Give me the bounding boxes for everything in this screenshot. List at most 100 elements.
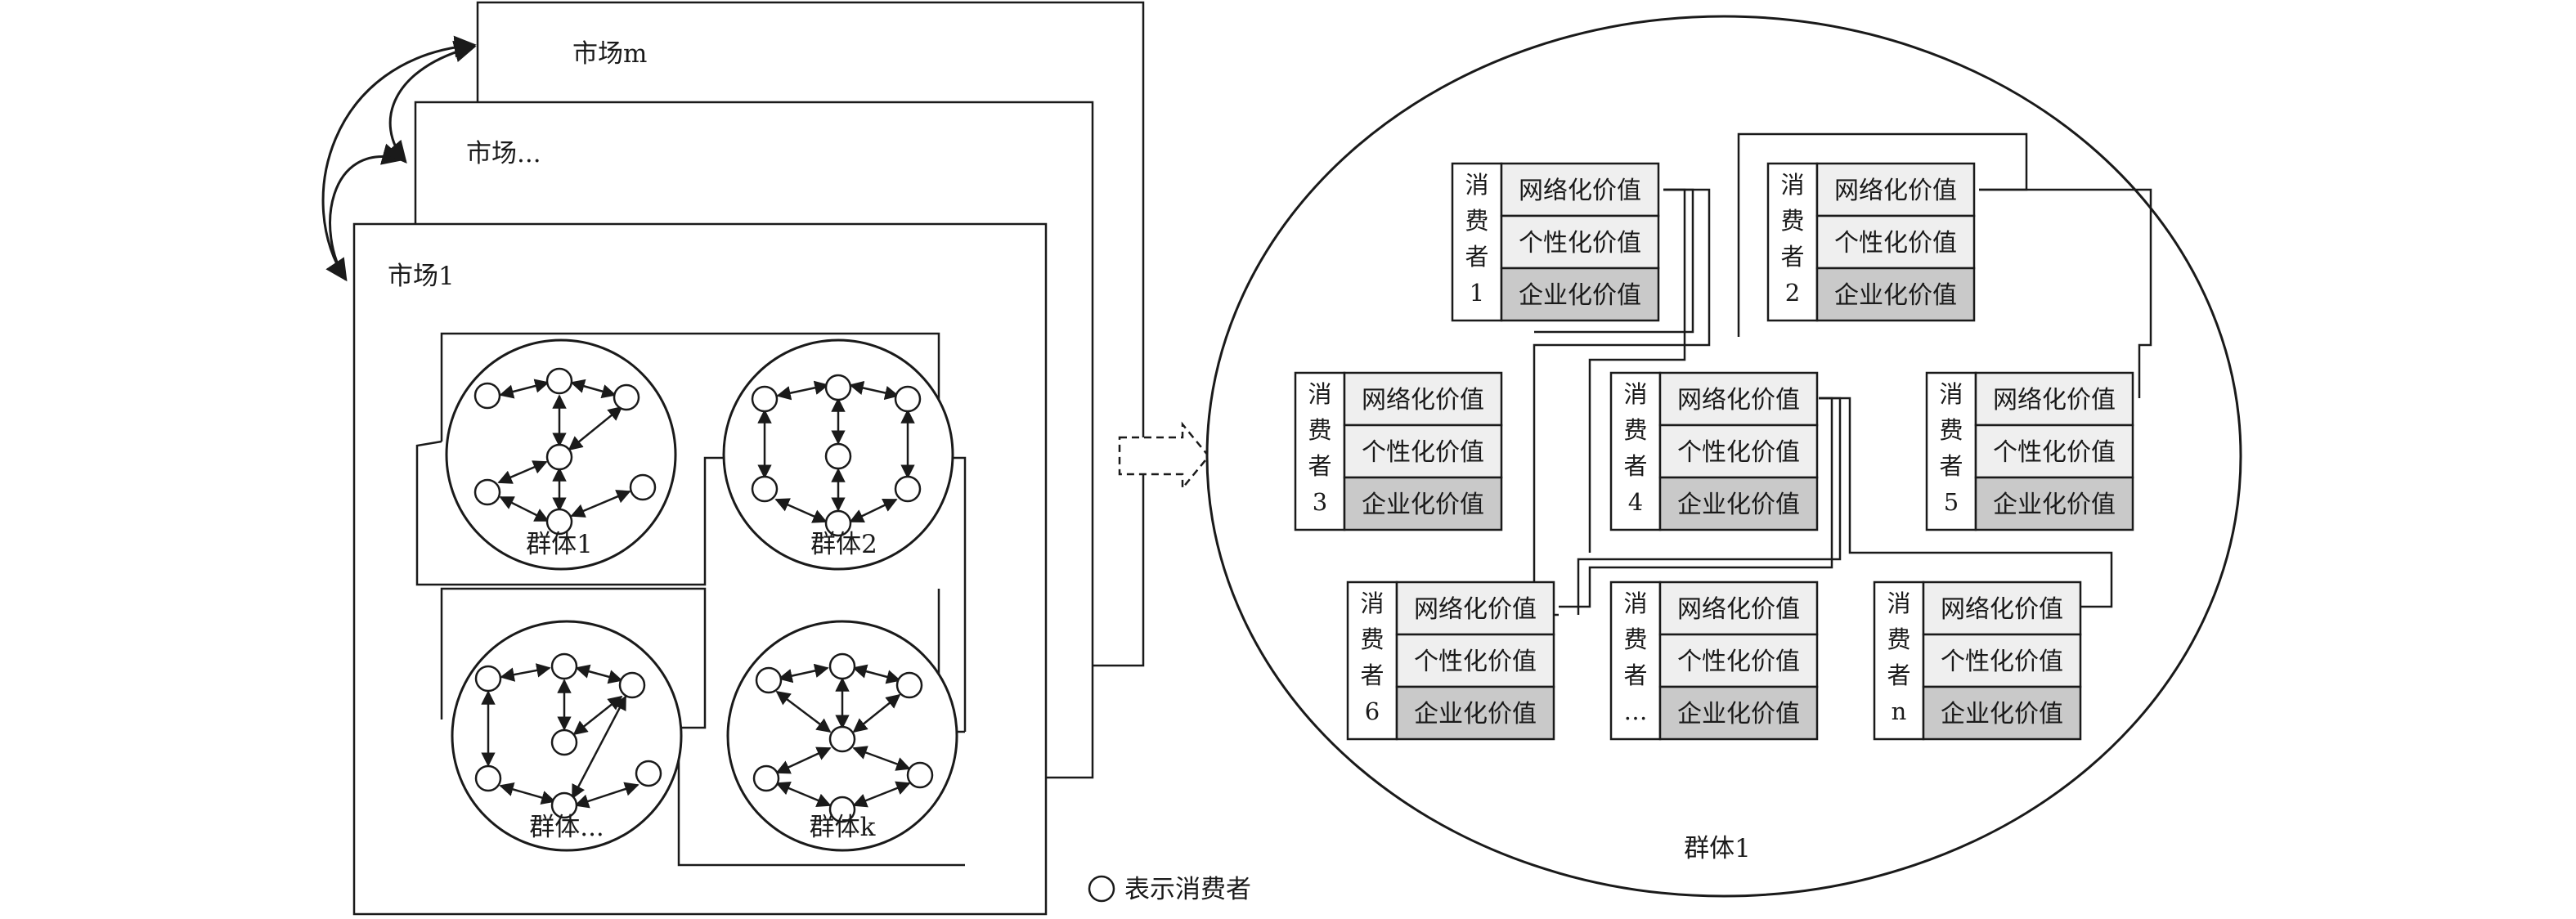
consumer-node (894, 385, 922, 413)
consumer-node (751, 475, 779, 503)
consumer-id-char: 费 (1308, 416, 1331, 444)
consumer-id-char: 消 (1360, 590, 1384, 617)
value-label: 网络化价值 (1519, 177, 1641, 205)
value-label: 个性化价值 (1677, 648, 1800, 676)
value-label: 个性化价值 (1993, 438, 2116, 467)
value-label: 网络化价值 (1362, 386, 1484, 415)
value-label: 企业化价值 (1414, 700, 1537, 728)
value-label: 企业化价值 (1834, 281, 1957, 310)
value-label: 网络化价值 (1941, 595, 2063, 624)
market-m-label: 市场m (572, 39, 647, 69)
consumer-node (824, 442, 852, 470)
group-k: 群体k (726, 620, 958, 852)
consumer-id-cell (1609, 371, 1662, 531)
consumer-id-char: 者 (1939, 452, 1963, 480)
value-label: 企业化价值 (1993, 491, 2116, 519)
group-connections (415, 332, 967, 867)
value-row (1922, 685, 2082, 741)
value-label: 个性化价值 (1941, 648, 2063, 676)
value-label: 网络化价值 (1677, 386, 1800, 415)
value-label: 个性化价值 (1519, 229, 1641, 258)
consumer-id-char: 费 (1887, 625, 1910, 653)
consumer-id-cell (1766, 162, 1819, 322)
consumer-node (828, 796, 856, 823)
consumer-id-cell (1346, 581, 1398, 741)
group-k-label: 群体k (810, 813, 876, 842)
legend-label: 表示消费者 (1124, 875, 1251, 904)
consumer-id-char: 6 (1365, 697, 1380, 725)
consumer-node (828, 725, 856, 753)
consumer-id-char: 者 (1308, 452, 1331, 480)
consumer-id-char: 消 (1887, 590, 1910, 617)
consumer-id-char: 消 (1939, 380, 1963, 408)
value-row (1343, 371, 1503, 427)
value-row (1658, 424, 1819, 479)
value-label: 个性化价值 (1362, 438, 1484, 467)
consumer-id-char: 4 (1628, 488, 1643, 516)
zoomed-group-label: 群体1 (1684, 834, 1751, 863)
consumer-id-cell (1451, 162, 1503, 322)
value-row (1395, 685, 1555, 741)
value-label: 个性化价值 (1677, 438, 1800, 467)
consumer-node (613, 383, 640, 411)
market-link-arrows (321, 35, 477, 282)
consumer-id-char: 消 (1465, 171, 1488, 199)
consumer-node (550, 791, 578, 819)
consumer-node (550, 728, 578, 756)
value-label: 企业化价值 (1677, 700, 1800, 728)
consumer-id-char: 者 (1623, 661, 1647, 689)
consumer-id-char: 者 (1465, 243, 1488, 271)
group-ellipsis-label: 群体... (529, 813, 604, 842)
value-row (1922, 633, 2082, 688)
consumer-id-char: 费 (1623, 625, 1647, 653)
consumer-node (550, 652, 578, 680)
value-label: 网络化价值 (1414, 595, 1537, 624)
consumer-id-char: … (1624, 697, 1648, 725)
market-1-panel (352, 222, 1048, 916)
value-row (1974, 424, 2134, 479)
value-row (1658, 581, 1819, 636)
consumer-id-char: 消 (1623, 590, 1647, 617)
value-row (1922, 581, 2082, 636)
value-row (1658, 633, 1819, 688)
value-label: 企业化价值 (1362, 491, 1484, 519)
consumer-node (474, 665, 502, 693)
consumer-node (635, 760, 662, 787)
value-row (1974, 371, 2134, 427)
consumer-node (895, 671, 923, 699)
consumer-node (618, 671, 646, 699)
consumer-id-cell (1873, 581, 1925, 741)
consumer-node (474, 764, 502, 792)
consumer-node (906, 761, 934, 789)
consumer-id-cell (1925, 371, 1977, 531)
group-1-label: 群体1 (526, 530, 593, 559)
consumer-connections (1533, 132, 2152, 616)
consumer-id-char: 者 (1887, 661, 1910, 689)
value-row (1500, 267, 1660, 322)
value-row (1500, 214, 1660, 270)
value-row (1974, 476, 2134, 531)
value-row (1815, 214, 1976, 270)
group-ellipsis: 群体... (451, 620, 683, 852)
consumer-node (824, 509, 852, 537)
consumer-cards: 消费者1网络化价值个性化价值企业化价值消费者2网络化价值个性化价值企业化价值消费… (1294, 162, 2134, 741)
consumer-node (545, 367, 573, 395)
consumer-id-char: 2 (1785, 279, 1800, 307)
value-row (1815, 267, 1976, 322)
value-row (1343, 424, 1503, 479)
consumer-node (473, 478, 501, 506)
value-row (1395, 633, 1555, 688)
consumer-id-char: 费 (1360, 625, 1384, 653)
consumer-id-char: 者 (1623, 452, 1647, 480)
consumer-node (629, 473, 657, 501)
consumer-id-char: 消 (1623, 380, 1647, 408)
value-label: 个性化价值 (1414, 648, 1537, 676)
value-label: 个性化价值 (1834, 229, 1957, 258)
consumer-node (894, 475, 922, 503)
